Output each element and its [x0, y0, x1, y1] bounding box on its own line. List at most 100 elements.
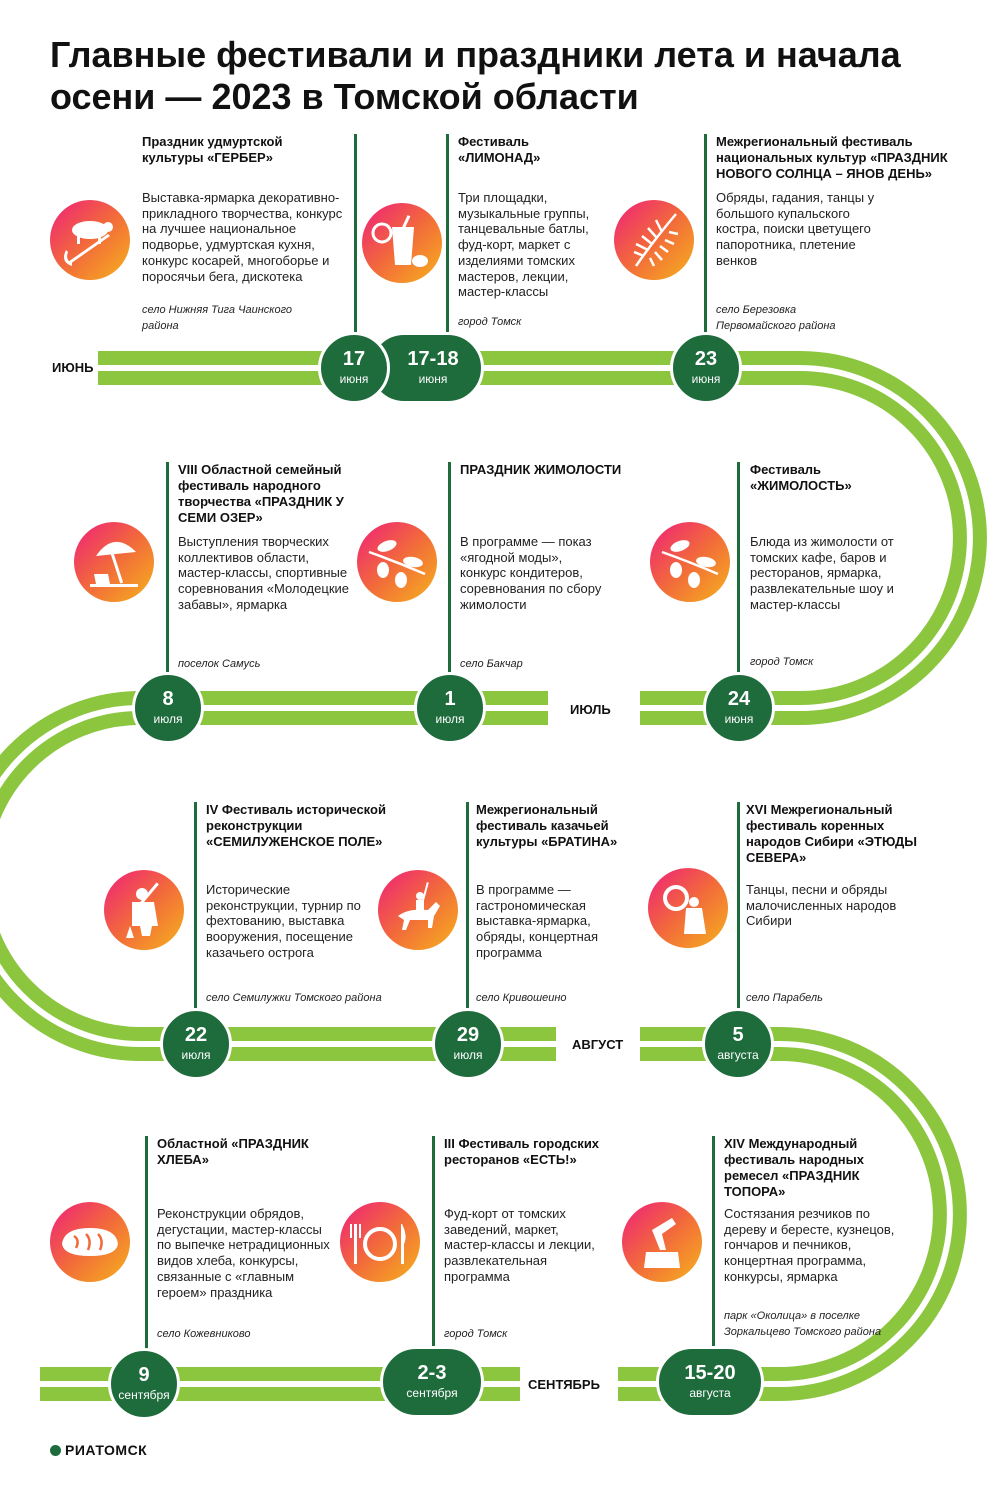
festival-description: В программе — гастрономическая выставка-…	[476, 882, 599, 960]
festival-date-day: 9	[138, 1364, 150, 1386]
festival-card: XVI Межрегиональный фестиваль коренных н…	[746, 802, 926, 1012]
festival-date-month: августа	[717, 1048, 759, 1062]
festival-title: Межрегиональный фестиваль национальных к…	[716, 134, 948, 181]
festival-card: Фестиваль «ЖИМОЛОСТЬ» Блюда из жимолости…	[750, 462, 920, 676]
festival-date-month: июля	[181, 1048, 211, 1062]
festival-date: 17 июня	[318, 332, 390, 404]
festival-location: село Кожевниково	[157, 1328, 251, 1340]
festival-description: Обряды, гадания, танцы у большого купаль…	[716, 190, 875, 268]
festival-date-day: 8	[162, 688, 174, 710]
connector-line	[145, 1136, 148, 1350]
shaman-drum-icon	[648, 868, 728, 948]
festival-location: село Семилужки Томского района	[206, 992, 382, 1004]
connector-line	[194, 802, 197, 1010]
month-gap-july	[548, 685, 640, 731]
month-gap-june	[40, 345, 98, 391]
month-gap-september	[520, 1361, 618, 1407]
festival-location: село Нижняя Тига Чаинского района	[142, 304, 292, 332]
festival-date-month: июня	[339, 372, 369, 386]
connector-line	[466, 802, 469, 1010]
festival-description: Три площадки, музыкальные группы, танцев…	[458, 190, 590, 300]
festival-date-month: июля	[435, 712, 465, 726]
honeysuckle-icon	[357, 522, 437, 602]
festival-date: 29 июля	[432, 1008, 504, 1080]
festival-card: XIV Международный фестиваль народных рем…	[724, 1136, 924, 1350]
pig-scythe-icon	[50, 200, 130, 280]
month-label-july: ИЮЛЬ	[570, 702, 611, 717]
festival-date: 2-3 сентября	[380, 1346, 484, 1418]
connector-line	[712, 1136, 715, 1350]
festival-date-month: июля	[153, 712, 183, 726]
festival-title: Областной «ПРАЗДНИК ХЛЕБА»	[157, 1136, 309, 1167]
connector-line	[446, 134, 449, 336]
festival-title: XVI Межрегиональный фестиваль коренных н…	[746, 802, 918, 865]
festival-date-day: 22	[184, 1024, 208, 1046]
festival-date: 1 июля	[414, 672, 486, 744]
festival-card: Фестиваль «ЛИМОНАД» Три площадки, музыка…	[458, 134, 608, 334]
connector-line	[704, 134, 707, 336]
festival-card: Межрегиональный фестиваль казачьей культ…	[476, 802, 646, 1012]
festival-date-month: августа	[689, 1386, 731, 1400]
axe-stump-icon	[622, 1202, 702, 1282]
month-label-june: ИЮНЬ	[52, 360, 94, 375]
festival-date: 24 июня	[703, 672, 775, 744]
festival-location: город Томск	[458, 316, 522, 328]
festival-location: село Бакчар	[460, 658, 523, 670]
festival-description: Состязания резчиков по дереву и бересте,…	[724, 1206, 895, 1284]
festival-date: 23 июня	[670, 332, 742, 404]
festival-date-month: сентября	[118, 1388, 170, 1402]
festival-card: III Фестиваль городских ресторанов «ЕСТЬ…	[444, 1136, 614, 1350]
festival-date-month: июня	[418, 372, 448, 386]
festival-date-month: сентября	[406, 1386, 458, 1400]
festival-description: Фуд-корт от томских заведений, маркет, м…	[444, 1206, 595, 1284]
festival-date: 22 июля	[160, 1008, 232, 1080]
festival-card: Областной «ПРАЗДНИК ХЛЕБА» Реконструкции…	[157, 1136, 342, 1350]
festival-title: Межрегиональный фестиваль казачьей культ…	[476, 802, 618, 849]
month-label-september: СЕНТЯБРЬ	[528, 1377, 600, 1392]
month-label-august: АВГУСТ	[572, 1037, 624, 1052]
festival-location: город Томск	[750, 656, 814, 668]
festival-title: Фестиваль «ЛИМОНАД»	[458, 134, 541, 165]
lemonade-icon	[362, 203, 442, 283]
festival-description: Выставка-ярмарка декоративно-прикладного…	[142, 190, 343, 284]
connector-line	[432, 1136, 435, 1350]
plate-cutlery-icon	[340, 1202, 420, 1282]
festival-card: ПРАЗДНИК ЖИМОЛОСТИ В программе — показ «…	[460, 462, 640, 676]
festival-date-month: июня	[724, 712, 754, 726]
page-title: Главные фестивали и праздники лета и нач…	[50, 34, 970, 118]
honeysuckle-icon	[650, 522, 730, 602]
connector-line	[448, 462, 451, 674]
month-gap-august	[556, 1021, 640, 1067]
festival-location: парк «Околица» в поселке Зоркальцево Том…	[724, 1310, 882, 1338]
beach-umbrella-icon	[74, 522, 154, 602]
festival-location: село Березовка Первомайского района	[716, 304, 836, 332]
festival-title: VIII Областной семейный фестиваль народн…	[178, 462, 344, 525]
festival-date-day: 29	[456, 1024, 480, 1046]
connector-line	[166, 462, 169, 674]
connector-line	[737, 462, 740, 674]
festival-location: село Парабель	[746, 992, 823, 1004]
festival-description: Блюда из жимолости от томских кафе, баро…	[750, 534, 894, 612]
festival-card: IV Фестиваль исторической реконструкции …	[206, 802, 396, 1012]
ria-tomsk-logo: РИАТОМСК	[50, 1442, 147, 1458]
festival-title: ПРАЗДНИК ЖИМОЛОСТИ	[460, 462, 622, 477]
festival-title: IV Фестиваль исторической реконструкции …	[206, 802, 386, 849]
festival-date-day: 24	[727, 688, 751, 710]
connector-line	[354, 134, 357, 336]
festival-title: Праздник удмуртской культуры «ГЕРБЕР»	[142, 134, 283, 165]
swordsman-icon	[104, 870, 184, 950]
cossack-horse-icon	[378, 870, 458, 950]
festival-date-month: июля	[453, 1048, 483, 1062]
fern-icon	[614, 200, 694, 280]
festival-title: III Фестиваль городских ресторанов «ЕСТЬ…	[444, 1136, 600, 1167]
festival-date-day: 5	[732, 1024, 744, 1046]
festival-date: 9 сентября	[108, 1348, 180, 1420]
timeline-track-inner	[0, 365, 973, 1387]
festival-date-day: 15-20	[684, 1362, 736, 1384]
festival-description: Реконструкции обрядов, дегустации, масте…	[157, 1206, 330, 1300]
festival-card: VIII Областной семейный фестиваль народн…	[178, 462, 378, 676]
festival-date: 8 июля	[132, 672, 204, 744]
festival-date-day: 23	[694, 348, 718, 370]
festival-title: Фестиваль «ЖИМОЛОСТЬ»	[750, 462, 852, 493]
